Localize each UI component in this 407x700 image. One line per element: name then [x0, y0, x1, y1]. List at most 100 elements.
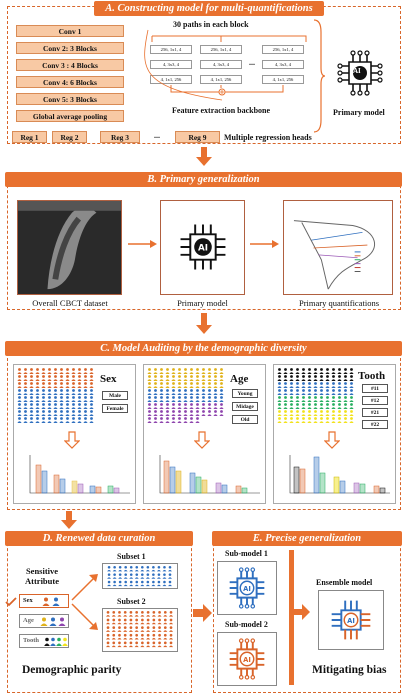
subset1-box: [102, 563, 178, 589]
split-arrows: [71, 574, 98, 630]
subset2-label: Subset 2: [117, 597, 146, 606]
down-arrow-icon: [194, 431, 210, 449]
conv3-box: Conv 3 : 4 Blocks: [16, 59, 124, 71]
ensemble-label: Ensemble model: [316, 578, 373, 587]
panel-d-title: D. Renewed data curation: [5, 531, 193, 546]
primary-model-caption-b: Primary model: [177, 298, 228, 308]
tooth-12-chip: #12: [362, 396, 388, 405]
sex-bar-chart: [29, 455, 130, 494]
panel-a-title: A. Constructing model for multi-quantifi…: [94, 1, 324, 16]
arrow-e: [294, 604, 310, 620]
tooth-21-chip: #21: [362, 408, 388, 417]
age-old-chip: Old: [232, 415, 258, 424]
tooth-group-title: Tooth: [358, 370, 386, 382]
path-ellipsis: ...: [249, 58, 255, 67]
age-midage-chip: Midage: [232, 402, 258, 411]
vertical-divider: [289, 550, 294, 685]
arrow-d-e: [193, 604, 212, 622]
people-grid-sex: [17, 368, 94, 423]
down-arrow-icon: [64, 431, 80, 449]
svg-text:AI: AI: [198, 243, 208, 253]
conv5-box: Conv 5: 3 Blocks: [16, 93, 124, 105]
sex-group-title: Sex: [100, 373, 117, 385]
primary-model-label-a: Primary model: [333, 108, 385, 117]
subset2-box: [102, 608, 178, 652]
arrow-b-c-stem: [201, 313, 207, 325]
person-icons-sex: [42, 597, 60, 606]
path-cell: 256, 1x1, 4: [150, 45, 192, 54]
submodel2-frame: AI: [217, 632, 277, 686]
ensemble-frame: AI: [318, 590, 384, 650]
attr-tooth-box: Tooth: [19, 634, 69, 648]
ai-icon-orange: AI: [229, 638, 265, 680]
people-grid-tooth: [277, 368, 354, 423]
path-cell: 4, 1x1, 256: [200, 75, 242, 84]
path-cell: 4, 3x3, 4: [262, 60, 304, 69]
subset2-people: [106, 611, 174, 648]
ai-icon-blue: AI: [229, 567, 265, 609]
conv4-box: Conv 4: 6 Blocks: [16, 76, 124, 88]
sensitive-attribute-label: Sensitive Attribute: [25, 566, 59, 586]
heads-label: Multiple regression heads: [224, 133, 312, 142]
reg1-box: Reg 1: [12, 131, 47, 143]
subset1-label: Subset 1: [117, 552, 146, 561]
ai-text-a: AI: [353, 67, 361, 75]
reg-ellipsis: ...: [154, 131, 160, 140]
attr-age-label: Age: [23, 617, 34, 624]
arrow-b2: [250, 240, 279, 248]
tooth-22-chip: #22: [362, 420, 388, 429]
path-cell: 4, 1x1, 256: [262, 75, 304, 84]
person-icons-age: [40, 617, 66, 626]
svg-text:AI: AI: [243, 656, 251, 664]
submodel1-label: Sub-model 1: [225, 549, 268, 558]
mitigating-bias-label: Mitigating bias: [312, 664, 387, 676]
arrow-a-b-stem: [201, 147, 207, 157]
panel-e-title: E. Precise generalization: [212, 531, 402, 546]
quantifications-caption: Primary quantifications: [298, 298, 380, 308]
age-group-title: Age: [230, 373, 249, 385]
attr-tooth-label: Tooth: [23, 637, 40, 644]
people-grid-age: [147, 368, 224, 423]
attr-sex-label: Sex: [23, 597, 33, 604]
svg-text:AI: AI: [243, 585, 251, 593]
path-cell: 256, 1x1, 4: [200, 45, 242, 54]
reg9-box: Reg 9: [175, 131, 220, 143]
arrow-c-d: [61, 520, 77, 529]
arrow-b1: [128, 240, 157, 248]
quantification-image: [283, 200, 393, 295]
tooth-group-frame: Tooth #11 #12 #21 #22: [273, 364, 396, 504]
checkmark-icon: [5, 597, 17, 607]
sex-male-chip: Male: [102, 391, 128, 400]
ai-icon-ensemble: AI: [331, 600, 371, 640]
paths-label: 30 paths in each block: [173, 20, 249, 29]
section-a-brace: [313, 19, 326, 133]
path-cell: 256, 1x1, 4: [262, 45, 304, 54]
gap-box: Global average pooling: [16, 110, 124, 122]
down-arrow-icon: [324, 431, 340, 449]
path-cell: 4, 3x3, 4: [200, 60, 242, 69]
backbone-label: Feature extraction backbone: [172, 106, 271, 115]
age-bar-chart: [159, 455, 260, 494]
age-young-chip: Young: [232, 389, 258, 398]
path-cell: 4, 3x3, 4: [150, 60, 192, 69]
panel-b-title: B. Primary generalization: [5, 172, 402, 187]
submodel1-frame: AI: [217, 561, 277, 615]
arrow-b-c: [196, 325, 212, 334]
attr-sex-box: Sex: [19, 594, 69, 608]
cbct-image: [17, 200, 122, 295]
tooth-bar-chart: [289, 455, 390, 494]
cbct-caption: Overall CBCT dataset: [32, 298, 108, 308]
arrow-a-b: [196, 157, 212, 166]
age-group-frame: Age Young Midage Old: [143, 364, 266, 504]
tooth-11-chip: #11: [362, 384, 388, 393]
attr-age-box: Age: [19, 614, 69, 628]
submodel2-label: Sub-model 2: [225, 620, 268, 629]
panel-c-title: C. Model Auditing by the demographic div…: [5, 341, 402, 356]
conv1-box: Conv 1: [16, 25, 124, 37]
arrow-c-d-stem: [66, 511, 72, 521]
demographic-parity-label: Demographic parity: [22, 664, 122, 676]
reg2-box: Reg 2: [52, 131, 87, 143]
svg-text:AI: AI: [347, 617, 355, 625]
path-connectors: [144, 29, 307, 101]
ai-brain-icon: [337, 50, 383, 96]
